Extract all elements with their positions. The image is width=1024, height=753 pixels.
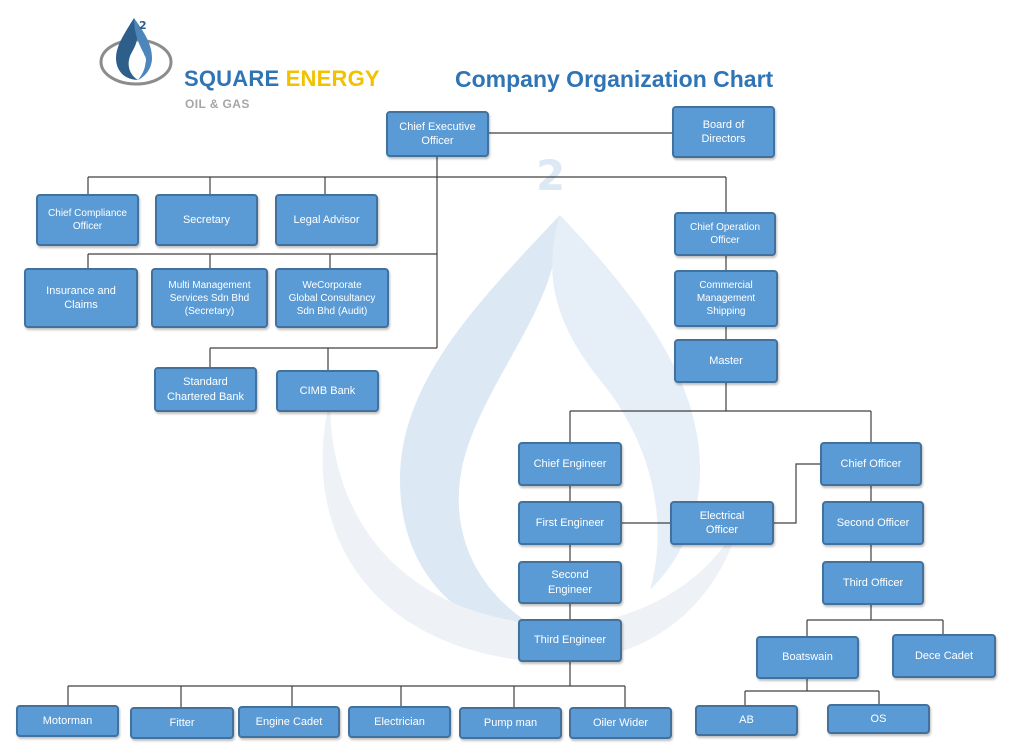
node-third-engineer: Third Engineer: [518, 619, 622, 662]
node-secretary-label: Secretary: [182, 213, 231, 226]
node-chief-compliance-officer: Chief Compliance Officer: [36, 194, 139, 246]
node-first-engineer: First Engineer: [518, 501, 622, 545]
node-legal-label: Legal Advisor: [293, 213, 360, 226]
node-secretary: Secretary: [155, 194, 258, 246]
node-fitter: Fitter: [130, 707, 234, 739]
node-cimb-bank: CIMB Bank: [276, 370, 379, 412]
node-ceo-label: Chief Executive Officer: [399, 120, 476, 147]
node-third-engineer-label: Third Engineer: [533, 634, 607, 647]
node-chief-engineer: Chief Engineer: [518, 442, 622, 486]
node-ab-label: AB: [739, 714, 754, 727]
node-dece-cadet: Dece Cadet: [892, 634, 996, 678]
company-name: SQUARE ENERGY: [184, 66, 380, 92]
node-board-label: Board of Directors: [701, 118, 746, 145]
node-third-officer-label: Third Officer: [842, 576, 904, 589]
company-name-part1: SQUARE: [184, 66, 280, 91]
company-name-part2: ENERGY: [285, 66, 380, 91]
node-legal-advisor: Legal Advisor: [275, 194, 378, 246]
node-third-officer: Third Officer: [822, 561, 924, 605]
node-commercial-label: Commercial Management Shipping: [696, 280, 756, 317]
node-multi-management: Multi Management Services Sdn Bhd (Secre…: [151, 268, 268, 328]
node-electrical-officer-label: Electrical Officer: [699, 509, 745, 536]
node-pump-man-label: Pump man: [483, 716, 538, 729]
node-second-officer-label: Second Officer: [836, 516, 910, 529]
company-subtitle: OIL & GAS: [185, 97, 250, 111]
node-chief-engineer-label: Chief Engineer: [533, 457, 607, 470]
node-multi-mgmt-label: Multi Management Services Sdn Bhd (Secre…: [168, 279, 251, 317]
node-chief-officer-label: Chief Officer: [840, 457, 902, 470]
node-coo-label: Chief Operation Officer: [689, 222, 761, 246]
node-board-of-directors: Board of Directors: [672, 106, 775, 158]
node-motorman: Motorman: [16, 705, 119, 737]
node-master: Master: [674, 339, 778, 383]
chart-title: Company Organization Chart: [455, 66, 774, 92]
node-chief-operation-officer: Chief Operation Officer: [674, 212, 776, 256]
node-electrician: Electrician: [348, 706, 451, 738]
node-first-engineer-label: First Engineer: [535, 516, 605, 529]
node-pump-man: Pump man: [459, 707, 562, 739]
water-drop-logo-icon: 2: [99, 18, 173, 86]
node-wecorporate-label: WeCorporate Global Consultancy Sdn Bhd (…: [288, 279, 376, 317]
node-master-label: Master: [709, 354, 743, 367]
node-engine-cadet-label: Engine Cadet: [255, 715, 323, 728]
node-oiler-wider-label: Oiler Wider: [592, 716, 648, 729]
node-os-label: OS: [870, 712, 887, 725]
node-boatswain-label: Boatswain: [782, 651, 833, 664]
node-insurance-label: Insurance and Claims: [46, 284, 116, 311]
node-insurance-and-claims: Insurance and Claims: [24, 268, 138, 328]
node-motorman-label: Motorman: [42, 714, 93, 727]
node-second-officer: Second Officer: [822, 501, 924, 545]
svg-text:2: 2: [536, 151, 565, 200]
node-second-engineer: Second Engineer: [518, 561, 622, 604]
node-standard-chartered-label: Standard Chartered Bank: [166, 376, 245, 403]
node-second-engineer-label: Second Engineer: [547, 569, 593, 596]
node-dece-cadet-label: Dece Cadet: [914, 649, 974, 662]
node-ab: AB: [695, 705, 798, 736]
node-fitter-label: Fitter: [169, 716, 195, 729]
node-engine-cadet: Engine Cadet: [238, 706, 340, 738]
node-electrician-label: Electrician: [374, 715, 425, 728]
node-commercial-management-shipping: Commercial Management Shipping: [674, 270, 778, 327]
svg-text:2: 2: [139, 19, 147, 32]
node-oiler-wider: Oiler Wider: [569, 707, 672, 739]
node-ceo: Chief Executive Officer: [386, 111, 489, 157]
node-compliance-label: Chief Compliance Officer: [48, 208, 127, 232]
node-chief-officer: Chief Officer: [820, 442, 922, 486]
node-cimb-label: CIMB Bank: [299, 384, 356, 397]
node-standard-chartered-bank: Standard Chartered Bank: [154, 367, 257, 412]
node-electrical-officer: Electrical Officer: [670, 501, 774, 545]
node-wecorporate: WeCorporate Global Consultancy Sdn Bhd (…: [275, 268, 389, 328]
node-boatswain: Boatswain: [756, 636, 859, 679]
node-os: OS: [827, 704, 930, 734]
